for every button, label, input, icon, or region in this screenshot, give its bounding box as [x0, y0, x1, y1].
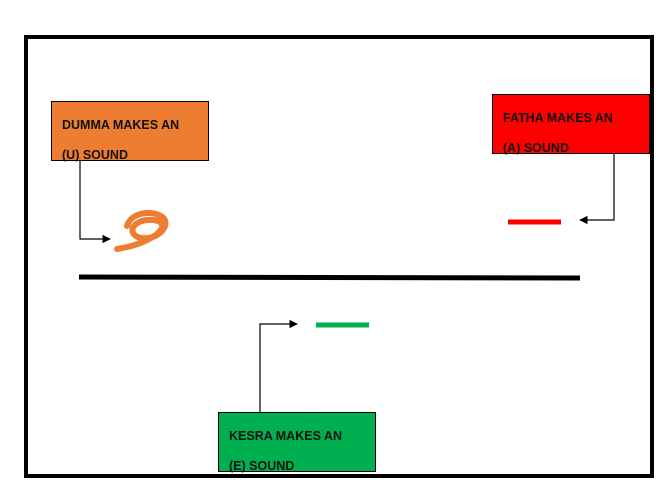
fatha-label-line1: FATHA MAKES AN: [503, 111, 613, 125]
dumma-connector-arrow: [79, 161, 111, 244]
diagram-frame: [24, 35, 654, 478]
kesra-label-line1: KESRA MAKES AN: [229, 429, 342, 443]
kesra-label-box: KESRA MAKES AN (E) SOUND: [218, 412, 376, 473]
dumma-mark: [114, 210, 169, 252]
baseline-line: [78, 274, 581, 281]
dumma-label-line1: DUMMA MAKES AN: [62, 118, 180, 132]
kesra-connector-arrow: [259, 319, 298, 412]
fatha-connector-arrow: [579, 154, 615, 225]
dumma-label-line2: (U) SOUND: [62, 148, 128, 162]
fatha-label-box: FATHA MAKES AN (A) SOUND: [492, 94, 650, 155]
kesra-label-line2: (E) SOUND: [229, 459, 295, 473]
dumma-label-box: DUMMA MAKES AN (U) SOUND: [51, 101, 209, 162]
fatha-label-line2: (A) SOUND: [503, 141, 569, 155]
